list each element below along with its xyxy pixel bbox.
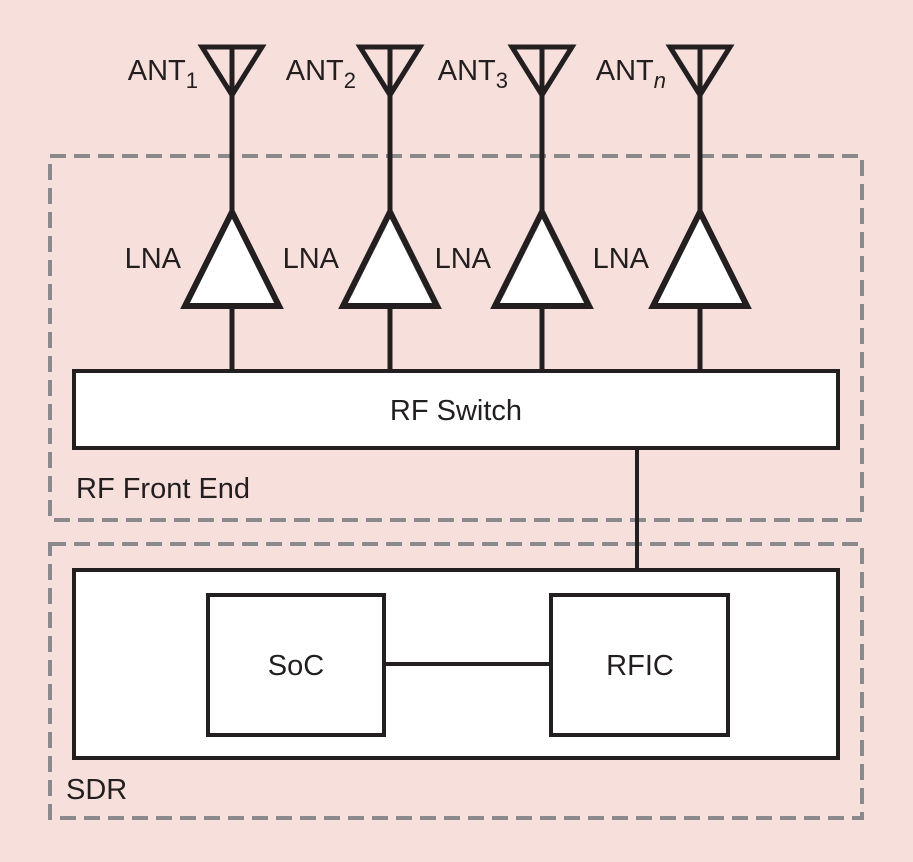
antenna-label: ANTn [596,55,666,93]
lna-label: LNA [125,243,182,275]
lna-amplifier-icon [648,205,752,309]
sdr-group [48,542,864,820]
antenna-label: ANT3 [438,55,508,93]
antenna-label-base: ANT [438,55,496,87]
sdr-label: SDR [66,774,127,806]
rf-front-end-group [48,154,864,522]
antenna-label-subscript: 2 [344,68,356,93]
lna-label: LNA [435,243,492,275]
antenna-lna-chain: LNA ANTn [593,44,752,371]
rfic-label: RFIC [606,650,674,682]
antenna-label-base: ANT [128,55,186,87]
lna-amplifier-icon [180,205,284,309]
antenna-lna-chain: LNA ANT2 [283,44,442,371]
antenna-label-subscript: n [654,68,666,93]
antenna-label: ANT2 [286,55,356,93]
antenna-label-subscript: 3 [496,68,508,93]
soc-label: SoC [268,650,324,682]
lna-amplifier-icon [338,205,442,309]
rf-switch-block [72,369,840,450]
antenna-label-subscript: 1 [186,68,198,93]
antenna-label-base: ANT [286,55,344,87]
antenna-icon [355,44,425,100]
lna-label: LNA [593,243,650,275]
rfic-block [549,593,730,737]
lna-amplifier-icon [490,205,594,309]
antenna-icon [507,44,577,100]
rf-front-end-label: RF Front End [76,473,250,505]
lna-label: LNA [283,243,340,275]
antenna-icon [665,44,735,100]
antenna-label: ANT1 [128,55,198,93]
antenna-label-base: ANT [596,55,654,87]
soc-block [206,593,386,737]
rf-switch-label: RF Switch [390,395,522,427]
antenna-lna-chain: LNA ANT3 [435,44,594,371]
antenna-lna-chain: LNA ANT1 [125,44,284,371]
antenna-icon [197,44,267,100]
